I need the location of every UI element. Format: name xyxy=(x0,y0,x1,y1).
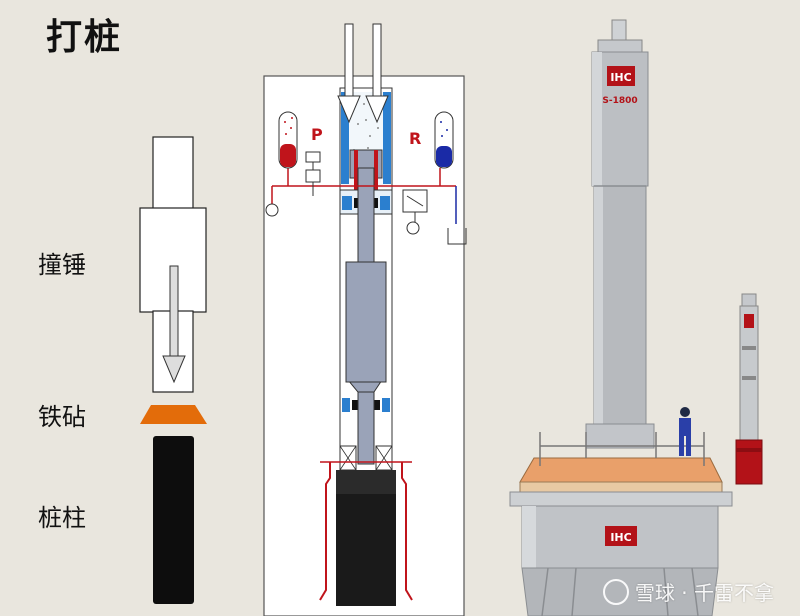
watermark-logo-icon xyxy=(602,578,629,605)
ihc-hammer-machine: IHC S-1800 IHC xyxy=(509,19,763,616)
worker-figure xyxy=(679,407,691,456)
pressure-accumulator-icon xyxy=(278,111,298,169)
ihc-logo-body xyxy=(605,526,637,546)
brand-top: IHC xyxy=(610,71,631,84)
down-arrow-icon xyxy=(162,265,186,384)
ihc-logo-top xyxy=(607,66,635,86)
pile-shape xyxy=(153,436,194,604)
pressure-label: P xyxy=(311,125,323,144)
input-arrow-right-icon xyxy=(365,23,389,124)
return-valve-icon xyxy=(402,189,428,235)
pressure-valve-icon xyxy=(305,151,321,196)
watermark: 雪球 · 千雷不拿 xyxy=(602,577,774,606)
model-label: S-1800 xyxy=(602,96,637,106)
hydraulic-schematic: P R xyxy=(263,23,467,616)
anvil-label: 铁砧 xyxy=(38,403,86,431)
anvil-shape xyxy=(140,405,207,424)
pile-label: 桩柱 xyxy=(38,504,86,532)
ram-label: 撞锤 xyxy=(38,251,86,279)
return-accumulator-icon xyxy=(434,111,454,169)
watermark-text: 雪球 · 千雷不拿 xyxy=(634,581,774,605)
simple-hammer-diagram xyxy=(139,136,207,604)
hammer-upper-block xyxy=(152,136,194,210)
return-label: R xyxy=(409,129,421,148)
input-arrow-left-icon xyxy=(337,23,361,124)
page-title: 打桩 xyxy=(46,17,123,58)
brand-body: IHC xyxy=(610,531,631,544)
